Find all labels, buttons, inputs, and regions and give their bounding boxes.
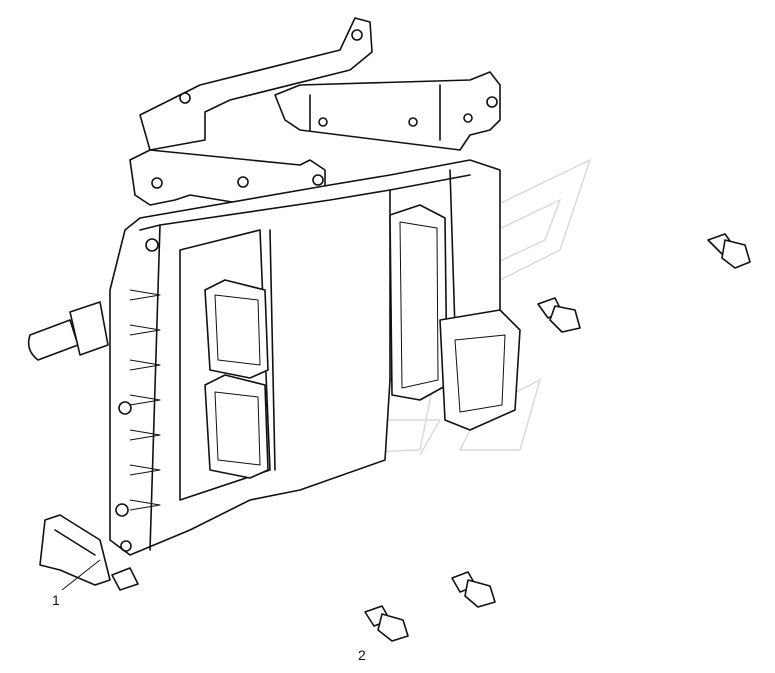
connector-upper (204, 279, 269, 379)
flange-bolt (364, 605, 409, 642)
flange-bolt (111, 567, 139, 591)
connector-lower (204, 374, 269, 479)
leader-line-1 (61, 559, 101, 591)
upper-bracket (139, 17, 501, 151)
flange-bolt (451, 571, 496, 608)
callout-1-label: 1 (52, 592, 60, 608)
side-bracket (439, 309, 521, 431)
stud-pin (27, 301, 109, 361)
flange-bolt (537, 297, 581, 333)
flange-bolt (707, 233, 751, 269)
connector-right (389, 204, 448, 401)
callout-2-label: 2 (358, 647, 366, 663)
